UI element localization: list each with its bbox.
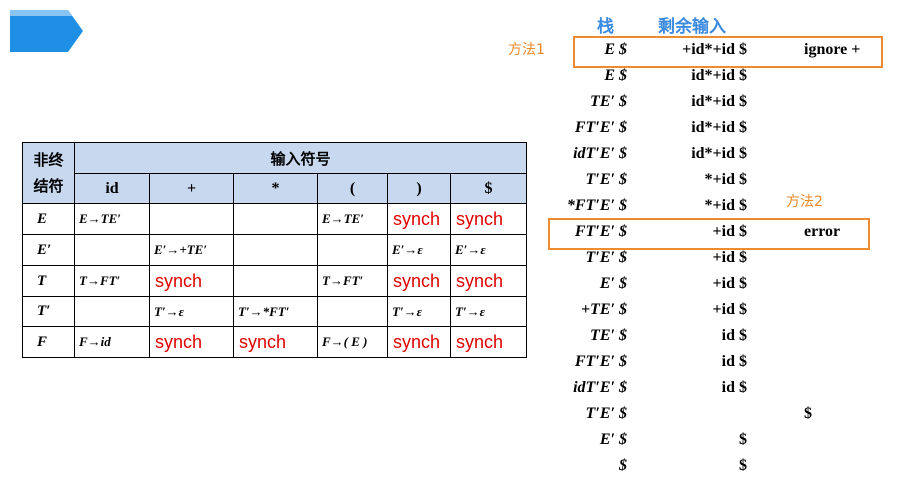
trace-stack-10: +TE′ $ (580, 301, 627, 318)
trace-input-8: +id $ (712, 249, 747, 266)
production-cell (149, 203, 234, 235)
pentagon-arrow-icon (10, 10, 83, 52)
synch-cell: synch (387, 203, 451, 235)
trace-stack-12: FT′E′ $ (574, 353, 627, 370)
trace-stack-16: $ (619, 457, 627, 474)
method2-label: 方法2 (786, 194, 823, 210)
trace-stack-0: E $ (604, 41, 627, 58)
trace-stack-2: TE′ $ (590, 93, 627, 110)
trace-input-15: $ (739, 431, 747, 448)
remaining-input-header: 剩余输入 (658, 17, 726, 37)
corner-label: 非终结符 (22, 142, 75, 204)
trace-input-16: $ (739, 457, 747, 474)
production-cell (317, 234, 388, 266)
trace-stack-5: T′E′ $ (585, 171, 627, 188)
production-cell: E→TE′ (74, 203, 150, 235)
production-cell (74, 234, 150, 266)
production-cell: T′→ε (450, 296, 527, 327)
trace-input-5: *+id $ (704, 171, 747, 188)
production-cell: T→FT′ (74, 265, 150, 297)
trace-stack-13: idT′E′ $ (573, 379, 627, 396)
trace-stack-3: FT′E′ $ (574, 119, 627, 136)
trace-action-14: $ (804, 405, 812, 422)
trace-input-9: +id $ (712, 275, 747, 292)
highlight-box-method1 (573, 36, 883, 68)
column-header-3: ( (317, 173, 388, 204)
production-cell: T′→ε (149, 296, 234, 327)
nonterminal-cell: E′ (22, 234, 75, 266)
trace-action-7: error (804, 223, 841, 240)
production-cell (233, 203, 318, 235)
trace-input-2: id*+id $ (691, 93, 747, 110)
column-header-1: + (149, 173, 234, 204)
trace-input-4: id*+id $ (691, 145, 747, 162)
production-cell (74, 296, 150, 327)
production-cell: E′→ε (450, 234, 527, 266)
trace-stack-1: E $ (604, 67, 627, 84)
production-cell: T′→ε (387, 296, 451, 327)
trace-stack-14: T′E′ $ (585, 405, 627, 422)
nonterminal-cell: F (22, 326, 75, 358)
stack-header: 栈 (597, 17, 614, 37)
trace-input-7: +id $ (712, 223, 747, 240)
trace-input-10: +id $ (712, 301, 747, 318)
synch-cell: synch (149, 326, 234, 358)
synch-cell: synch (149, 265, 234, 297)
column-header-2: * (233, 173, 318, 204)
production-cell: T→FT′ (317, 265, 388, 297)
trace-stack-8: T′E′ $ (585, 249, 627, 266)
production-cell: E→TE′ (317, 203, 388, 235)
column-header-5: $ (450, 173, 527, 204)
trace-stack-4: idT′E′ $ (573, 145, 627, 162)
column-header-4: ) (387, 173, 451, 204)
production-cell: E′→ε (387, 234, 451, 266)
production-cell: F→id (74, 326, 150, 358)
trace-stack-7: FT′E′ $ (574, 223, 627, 240)
synch-cell: synch (450, 203, 527, 235)
trace-action-0: ignore + (804, 41, 861, 58)
synch-cell: synch (387, 265, 451, 297)
production-cell (317, 296, 388, 327)
production-cell: F→( E ) (317, 326, 388, 358)
input-symbol-header: 输入符号 (74, 142, 527, 174)
corner-label-text: 非终结符 (33, 151, 64, 195)
trace-input-6: *+id $ (704, 197, 747, 214)
trace-stack-9: E′ $ (599, 275, 627, 292)
synch-cell: synch (450, 326, 527, 358)
synch-cell: synch (387, 326, 451, 358)
trace-input-11: id $ (721, 327, 747, 344)
trace-stack-6: *FT′E′ $ (566, 197, 627, 214)
trace-stack-11: TE′ $ (590, 327, 627, 344)
production-cell: T′→*FT′ (233, 296, 318, 327)
highlight-box-method2 (548, 218, 870, 250)
production-cell: E′→+TE′ (149, 234, 234, 266)
method1-label: 方法1 (508, 42, 545, 58)
trace-stack-15: E′ $ (599, 431, 627, 448)
synch-cell: synch (450, 265, 527, 297)
trace-input-3: id*+id $ (691, 119, 747, 136)
nonterminal-cell: T (22, 265, 75, 297)
production-cell (233, 265, 318, 297)
column-header-0: id (74, 173, 150, 204)
nonterminal-cell: E (22, 203, 75, 235)
synch-cell: synch (233, 326, 318, 358)
trace-input-13: id $ (721, 379, 747, 396)
nonterminal-cell: T′ (22, 296, 75, 327)
trace-input-0: +id*+id $ (682, 41, 747, 58)
trace-input-12: id $ (721, 353, 747, 370)
trace-input-1: id*+id $ (691, 67, 747, 84)
production-cell (233, 234, 318, 266)
